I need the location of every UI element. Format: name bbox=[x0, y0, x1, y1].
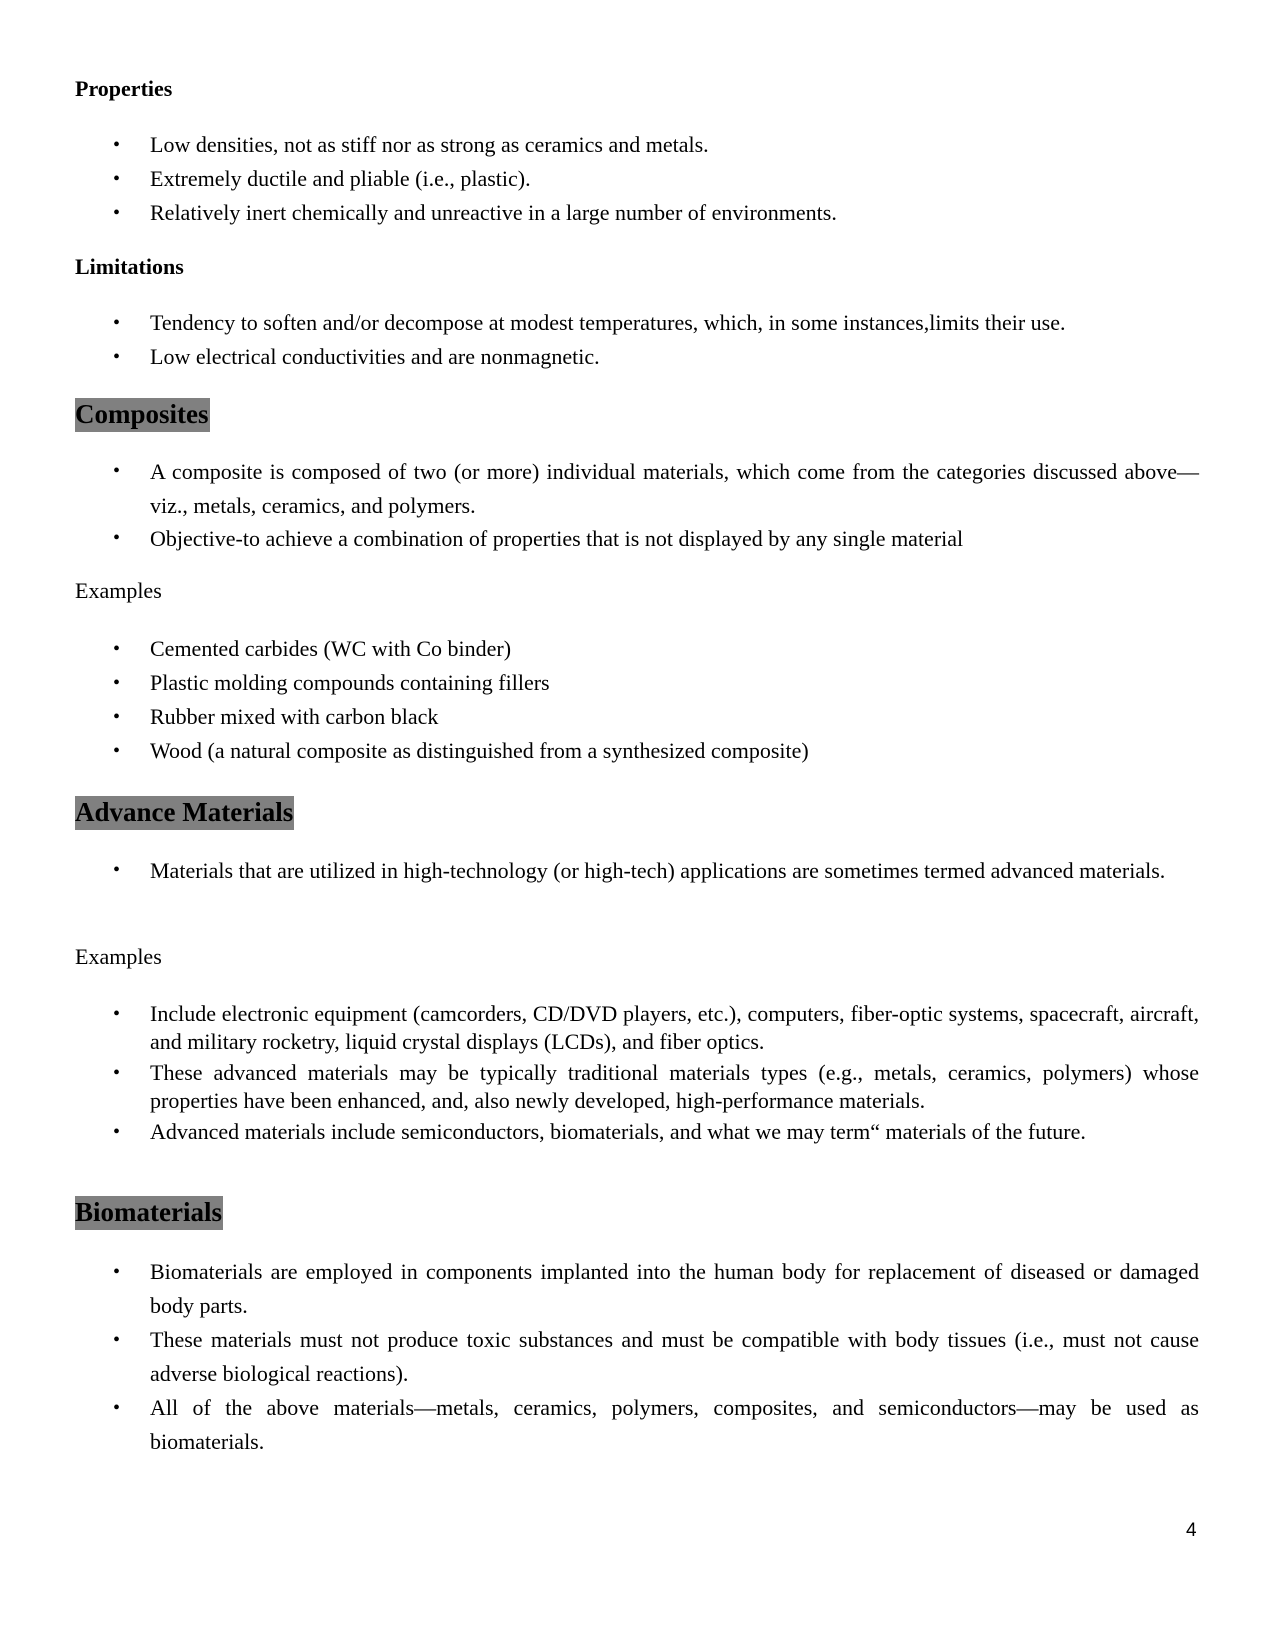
list-item: • Rubber mixed with carbon black bbox=[0, 700, 1199, 734]
limitations-heading: Limitations bbox=[75, 254, 184, 279]
list-item: • Relatively inert chemically and unreact… bbox=[0, 196, 1199, 230]
bullet-icon: • bbox=[113, 134, 121, 156]
list-item-text: A composite is composed of two (or more)… bbox=[150, 459, 1199, 518]
biomaterials-section-title: Biomaterials bbox=[75, 1196, 223, 1230]
list-item: • All of the above materials—metals, cera… bbox=[0, 1391, 1199, 1459]
bullet-icon: • bbox=[113, 1003, 121, 1025]
composites-examples-list: • Cemented carbides (WC with Co binder) •… bbox=[0, 632, 1275, 768]
list-item: • Plastic molding compounds containing fi… bbox=[0, 666, 1199, 700]
list-item-text: All of the above materials—metals, ceram… bbox=[150, 1395, 1199, 1454]
list-item-text: Low electrical conductivities and are no… bbox=[150, 344, 600, 369]
list-item: • Wood (a natural composite as distinguis… bbox=[0, 734, 1199, 768]
bullet-icon: • bbox=[113, 1329, 121, 1351]
properties-heading: Properties bbox=[75, 76, 173, 101]
list-item-text: Plastic molding compounds containing fil… bbox=[150, 670, 550, 695]
advance-materials-examples-label: Examples bbox=[75, 944, 162, 969]
bullet-icon: • bbox=[113, 1397, 121, 1419]
bullet-icon: • bbox=[113, 1062, 121, 1084]
page-number: 4 bbox=[1186, 1520, 1197, 1541]
bullet-icon: • bbox=[113, 460, 121, 482]
properties-list: • Low densities, not as stiff nor as stro… bbox=[0, 128, 1275, 230]
composites-section-title: Composites bbox=[75, 398, 210, 432]
list-item-text: Low densities, not as stiff nor as stron… bbox=[150, 132, 709, 157]
limitations-list: • Tendency to soften and/or decompose at … bbox=[0, 306, 1275, 374]
list-item-text: Materials that are utilized in high-tech… bbox=[150, 858, 1166, 883]
bullet-icon: • bbox=[113, 312, 121, 334]
list-item-text: Relatively inert chemically and unreacti… bbox=[150, 200, 837, 225]
bullet-icon: • bbox=[113, 638, 121, 660]
bullet-icon: • bbox=[113, 706, 121, 728]
list-item: • These advanced materials may be typical… bbox=[0, 1059, 1199, 1115]
biomaterials-list: • Biomaterials are employed in components… bbox=[0, 1255, 1275, 1459]
bullet-icon: • bbox=[113, 1261, 121, 1283]
bullet-icon: • bbox=[113, 859, 121, 881]
list-item: • Low densities, not as stiff nor as stro… bbox=[0, 128, 1199, 162]
bullet-icon: • bbox=[113, 672, 121, 694]
list-item: • Materials that are utilized in high-tec… bbox=[0, 854, 1199, 888]
bullet-icon: • bbox=[113, 202, 121, 224]
list-item-text: Tendency to soften and/or decompose at m… bbox=[150, 310, 1066, 335]
list-item: • A composite is composed of two (or more… bbox=[0, 455, 1199, 522]
list-item: • Tendency to soften and/or decompose at … bbox=[0, 306, 1199, 340]
list-item: • Biomaterials are employed in components… bbox=[0, 1255, 1199, 1323]
advance-materials-list: • Materials that are utilized in high-tec… bbox=[0, 854, 1275, 888]
list-item-text: These advanced materials may be typicall… bbox=[150, 1060, 1199, 1113]
list-item: • Extremely ductile and pliable (i.e., pl… bbox=[0, 162, 1199, 196]
list-item-text: Objective-to achieve a combination of pr… bbox=[150, 526, 964, 551]
composites-examples-label: Examples bbox=[75, 578, 162, 603]
bullet-icon: • bbox=[113, 1121, 121, 1143]
advance-materials-section-title: Advance Materials bbox=[75, 796, 295, 830]
list-item-text: These materials must not produce toxic s… bbox=[150, 1327, 1199, 1386]
list-item-text: Advanced materials include semiconductor… bbox=[150, 1119, 1086, 1144]
list-item: • Objective-to achieve a combination of p… bbox=[0, 522, 1199, 556]
bullet-icon: • bbox=[113, 346, 121, 368]
list-item: • Low electrical conductivities and are n… bbox=[0, 340, 1199, 374]
list-item-text: Extremely ductile and pliable (i.e., pla… bbox=[150, 166, 531, 191]
list-item: • Include electronic equipment (camcorder… bbox=[0, 1000, 1199, 1056]
list-item: • These materials must not produce toxic … bbox=[0, 1323, 1199, 1391]
bullet-icon: • bbox=[113, 527, 121, 549]
advance-materials-examples-list: • Include electronic equipment (camcorder… bbox=[0, 1000, 1275, 1149]
bullet-icon: • bbox=[113, 168, 121, 190]
list-item: • Advanced materials include semiconducto… bbox=[0, 1118, 1199, 1146]
list-item-text: Wood (a natural composite as distinguish… bbox=[150, 738, 809, 763]
list-item-text: Cemented carbides (WC with Co binder) bbox=[150, 636, 512, 661]
list-item-text: Biomaterials are employed in components … bbox=[150, 1259, 1199, 1318]
bullet-icon: • bbox=[113, 740, 121, 762]
list-item-text: Include electronic equipment (camcorders… bbox=[150, 1001, 1199, 1054]
list-item-text: Rubber mixed with carbon black bbox=[150, 704, 439, 729]
composites-list: • A composite is composed of two (or more… bbox=[0, 455, 1275, 556]
list-item: • Cemented carbides (WC with Co binder) bbox=[0, 632, 1199, 666]
